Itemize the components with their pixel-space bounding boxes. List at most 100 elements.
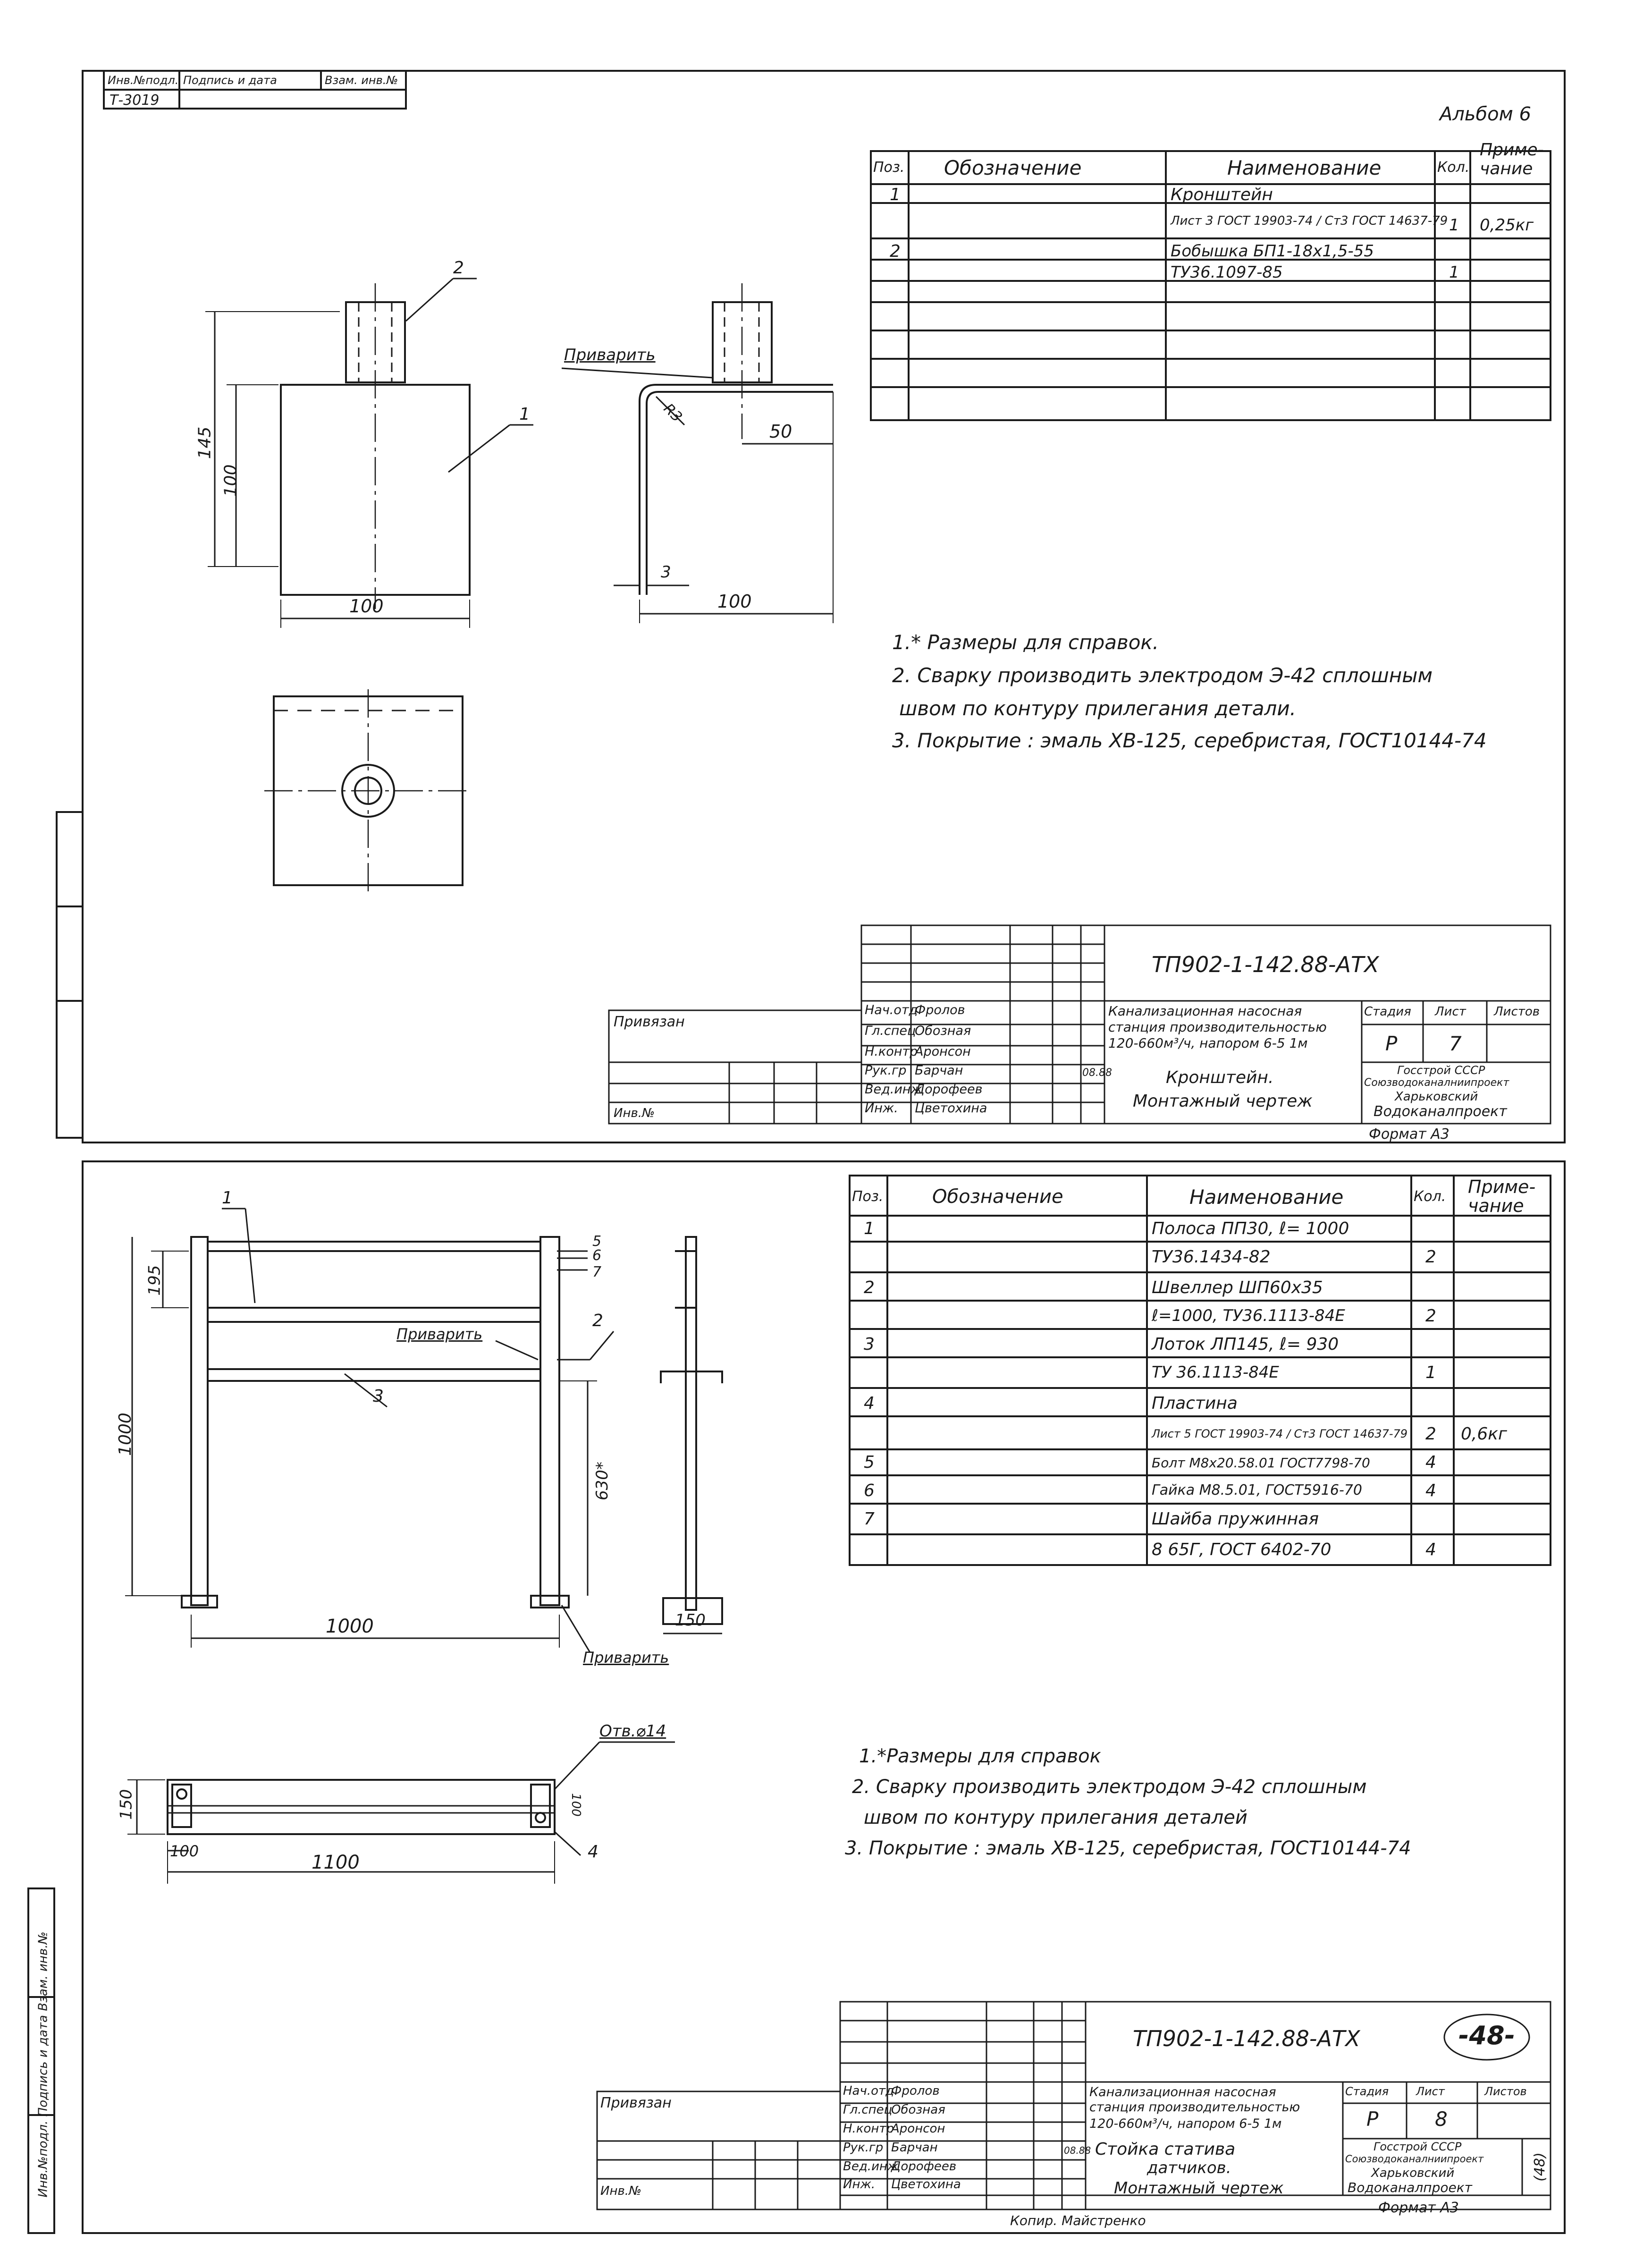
- title1-privyazan: Привязан: [614, 1014, 685, 1030]
- title1-org-1: Госстрой СССР: [1397, 1064, 1485, 1077]
- notes1-line-2: 2. Сварку производить электродом Э-42 сп…: [892, 664, 1433, 687]
- title2-role-3: Рук.гр: [843, 2141, 884, 2155]
- title1-role-3: Рук.гр: [865, 1063, 907, 1078]
- stamp-replace-label: Взам. инв.№: [325, 74, 398, 87]
- spec2-header-pos: Поз.: [852, 1188, 884, 1205]
- title1-role-4: Вед.инж: [865, 1082, 922, 1097]
- title2-page-mark: -48-: [1458, 2021, 1515, 2050]
- stand-side-view: [660, 1236, 723, 1634]
- notes1-line-4: 3. Покрытие : эмаль ХВ-125, серебристая,…: [892, 729, 1487, 752]
- dim-50: 50: [769, 421, 792, 442]
- sheet1-title-grid: [608, 924, 1551, 1125]
- spec1-row-2-name: Бобышка БП1-18х1,5-55: [1171, 242, 1374, 261]
- title1-project-2: станция производительностью: [1108, 1019, 1327, 1035]
- spec1-header-note-1: Приме-: [1480, 140, 1544, 160]
- weld-label: Приварить: [564, 346, 656, 364]
- notes2-line-3: швом по контуру прилегания деталей: [864, 1807, 1247, 1828]
- spec2-row-3-name: ℓ=1000, ТУ36.1113-84Е: [1152, 1306, 1345, 1325]
- spec2-row-6-pos: 4: [864, 1394, 875, 1413]
- dim-100-vertical: 100: [221, 464, 241, 497]
- title2-copied: Копир. Майстренко: [1010, 2213, 1146, 2228]
- title2-roles: Нач.отд Гл.спец Н.контр Рук.гр Вед.инж И…: [843, 2084, 898, 2196]
- spec1-row-1-name: Лист 3 ГОСТ 19903-74 / Ст3 ГОСТ 14637-79: [1171, 214, 1448, 228]
- spec2-row-0-name: Полоса ПП30, ℓ= 1000: [1152, 1219, 1349, 1238]
- side-stamp-label: Инв.№подл. Подпись и дата Взам. инв.№: [36, 1931, 51, 2198]
- spec2-row-6-name: Пластина: [1152, 1394, 1238, 1413]
- leader-2-label-4: 4: [588, 1842, 598, 1862]
- dim-195: 195: [145, 1265, 164, 1296]
- title1-role-0: Нач.отд: [865, 1003, 918, 1017]
- spec2-row-8-pos: 5: [864, 1453, 875, 1472]
- hole-label: Отв.⌀14: [599, 1722, 666, 1741]
- title1-stage: Р: [1385, 1032, 1398, 1055]
- spec2-row-9-pos: 6: [864, 1481, 875, 1500]
- leader-label-2: 2: [453, 258, 464, 278]
- spec2-row-0-pos: 1: [864, 1219, 875, 1238]
- title2-stage-label: Стадия: [1345, 2085, 1389, 2098]
- stamp-number: Т-3019: [110, 92, 160, 109]
- spec1-row-2-pos: 2: [890, 242, 901, 261]
- spec2-row-3-qty: 2: [1425, 1306, 1436, 1326]
- leader-2-label-7: 7: [592, 1264, 602, 1280]
- title2-role-0: Нач.отд: [843, 2084, 894, 2098]
- title1-sheet-label: Лист: [1435, 1005, 1466, 1019]
- spec1-header-qty: Кол.: [1437, 159, 1470, 176]
- title2-sheet-label: Лист: [1416, 2085, 1445, 2098]
- title1-name-4: Дорофеев: [915, 1082, 983, 1097]
- title1-name-3: Барчан: [915, 1063, 963, 1078]
- spec2-row-7-qty: 2: [1425, 1424, 1436, 1444]
- title1-name-2: Аронсон: [915, 1044, 971, 1059]
- title1-drawing-1: Кронштейн.: [1166, 1068, 1274, 1087]
- dim-150-side: 150: [675, 1611, 706, 1630]
- bracket-top-view: [264, 689, 472, 895]
- title1-name-1: Обозная: [915, 1024, 971, 1038]
- dim-100-front: 100: [349, 596, 384, 617]
- spec1-row-3-qty: 1: [1449, 263, 1459, 282]
- spec2-row-9-name: Гайка М8.5.01, ГОСТ5916-70: [1152, 1482, 1362, 1498]
- sheet2-frame: [82, 1160, 1566, 2234]
- title1-org-4: Водоканалпроект: [1374, 1103, 1507, 1120]
- spec2-row-5-name: ТУ 36.1113-84Е: [1152, 1363, 1279, 1382]
- dim-3: 3: [661, 563, 671, 582]
- spec1-row-1-qty: 1: [1449, 216, 1459, 235]
- leader-2-label-2: 2: [592, 1311, 603, 1330]
- bracket-front-view: [205, 278, 533, 628]
- title2-project-2: станция производительностью: [1089, 2100, 1300, 2115]
- weld-label-bottom: Приварить: [583, 1649, 669, 1667]
- spec2-row-7-note: 0,6кг: [1461, 1424, 1507, 1444]
- spec1-header-designation: Обозначение: [944, 156, 1082, 179]
- dim-145: 145: [195, 426, 215, 459]
- title2-role-5: Инж.: [843, 2177, 876, 2192]
- title2-sheets-label: Листов: [1484, 2085, 1527, 2098]
- dim-1100: 1100: [312, 1852, 360, 1873]
- spec1-row-3-name: ТУ36.1097-85: [1171, 263, 1283, 282]
- title1-drawing-2: Монтажный чертеж: [1133, 1092, 1313, 1111]
- spec2-row-11-qty: 4: [1425, 1540, 1436, 1559]
- bracket-side-view: [561, 283, 834, 623]
- title2-sheet: 8: [1435, 2107, 1448, 2131]
- spec2-row-1-name: ТУ36.1434-82: [1152, 1247, 1271, 1267]
- title2-name-0: Фролов: [891, 2084, 940, 2098]
- stand-plan-view: [127, 1741, 675, 1884]
- title1-format: Формат А3: [1369, 1126, 1450, 1142]
- spec2-header-note-2: чание: [1468, 1195, 1524, 1216]
- sheet2-title-grid: [596, 2001, 1551, 2210]
- dim-630: 630*: [592, 1462, 612, 1500]
- title2-drawing-2: датчиков.: [1147, 2158, 1231, 2177]
- title2-name-5: Цветохина: [891, 2177, 961, 2192]
- spec2-row-5-qty: 1: [1425, 1363, 1436, 1382]
- spec2-row-11-name: 8 65Г, ГОСТ 6402-70: [1152, 1540, 1332, 1559]
- title1-role-1: Гл.спец: [865, 1024, 916, 1038]
- title1-inv: Инв.№: [614, 1106, 655, 1120]
- title2-names: Фролов Обозная Аронсон Барчан Дорофеев Ц…: [891, 2084, 961, 2196]
- title2-role-1: Гл.спец: [843, 2103, 893, 2117]
- title1-name-5: Цветохина: [915, 1101, 987, 1116]
- sheet2-spec-grid: [849, 1175, 1551, 1566]
- spec2-header-name: Наименование: [1189, 1185, 1344, 1209]
- notes1-line-1: 1.* Размеры для справок.: [892, 631, 1159, 654]
- notes2-line-4: 3. Покрытие : эмаль ХВ-125, серебристая,…: [845, 1837, 1411, 1859]
- spec1-row-1-note: 0,25кг: [1480, 216, 1534, 235]
- title1-sheets-label: Листов: [1494, 1005, 1540, 1019]
- spec2-row-4-name: Лоток ЛП145, ℓ= 930: [1152, 1335, 1339, 1354]
